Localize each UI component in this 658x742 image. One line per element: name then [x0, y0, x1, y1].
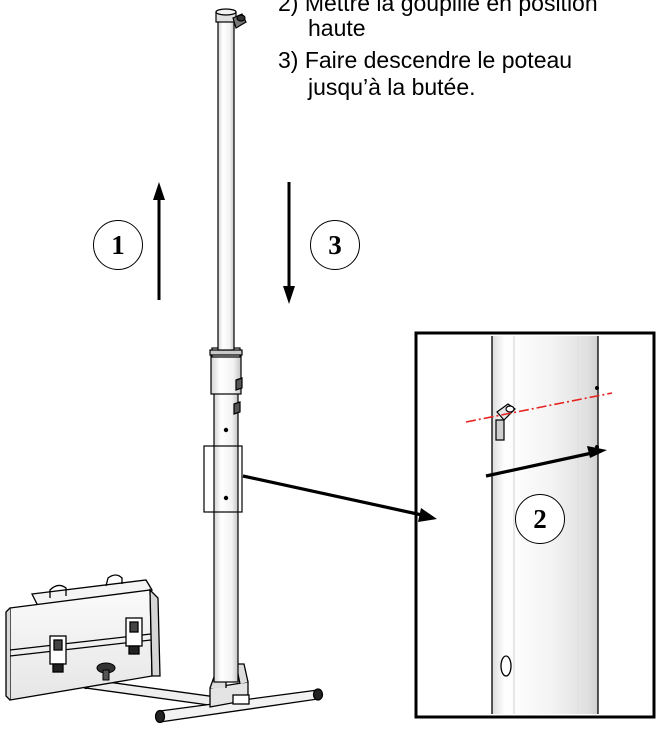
instruction-step-3-line-2: jusqu’à la butée. [308, 74, 476, 100]
step-badge-3: 3 [310, 220, 360, 270]
step-badge-2-label: 2 [533, 503, 547, 534]
step-badge-3-label: 3 [328, 229, 342, 260]
pin-hole [500, 655, 512, 677]
pin-direction-arrow [485, 446, 607, 478]
instruction-step-3: 3) Faire descendre le poteau [278, 48, 572, 73]
detail-highlight-box [203, 445, 243, 513]
instruction-step-3-line-1: Faire descendre le poteau [304, 47, 573, 73]
clamp-knob [96, 662, 116, 681]
step-badge-1: 1 [93, 220, 143, 270]
arrow-up-icon [153, 182, 165, 300]
step-badge-2: 2 [515, 494, 565, 544]
instruction-step-2-line-1: Mettre la goupille en position [304, 0, 598, 16]
step-badge-1-label: 1 [111, 229, 125, 260]
pole-base [82, 663, 324, 724]
instruction-step-2: 2) Mettre la goupille en position [278, 0, 598, 16]
arrow-down-icon [283, 182, 295, 304]
pin-goupille [495, 403, 516, 441]
telescopic-pole [209, 8, 247, 683]
instruction-step-3-number: 3) [278, 47, 299, 73]
arrow-right-icon [242, 474, 437, 522]
pin-axis-line [465, 392, 613, 423]
equipment-case [5, 574, 161, 701]
instruction-step-2-number: 2) [278, 0, 299, 16]
instruction-step-2-line-2: haute [308, 15, 366, 41]
